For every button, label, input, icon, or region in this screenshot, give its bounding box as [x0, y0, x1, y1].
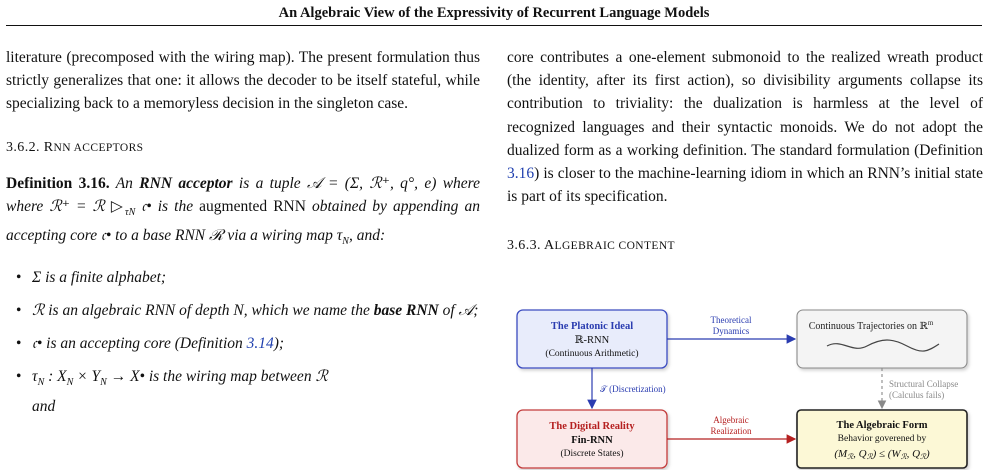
- continuous-label: Continuous Trajectories on ℝm: [809, 319, 934, 332]
- bullet-4-text-b: : X: [44, 368, 67, 386]
- edge-discretization-label: 𝒯 (Discretization): [600, 384, 666, 394]
- platonic-desc: (Continuous Arithmetic): [545, 348, 638, 359]
- edge-algebraic-realization: Algebraic Realization: [667, 415, 797, 444]
- edge-collapse-label-1: Structural Collapse: [889, 379, 958, 389]
- section-heading-3-6-2: 3.6.2. RNN ACCEPTORS: [6, 136, 480, 160]
- edge-algebraic-label-1: Algebraic: [713, 415, 748, 425]
- bullet-alphabet: Σ is a finite alphabet;: [6, 266, 480, 289]
- right-paragraph-text-a: core contributes a one-element submonoid…: [507, 49, 983, 159]
- def-text-4: obtained by appending an accepting core …: [6, 198, 480, 245]
- bullet-4-tau: τ: [32, 368, 38, 386]
- algebraic-form-node: The Algebraic Form Behavior goverened by…: [796, 409, 968, 469]
- header-rule: [6, 25, 982, 26]
- section-title: NN ACCEPTORS: [53, 141, 144, 154]
- def-text-5: , and:: [348, 227, 386, 245]
- platonic-ideal-node: The Platonic Ideal ℝ-RNN (Continuous Ari…: [516, 309, 668, 369]
- definition-3-16: Definition 3.16. An RNN acceptor is a tu…: [6, 172, 480, 254]
- def-text-2: is a tuple 𝒜 = (Σ, ℛ⁺, q°, e) where wher…: [6, 174, 481, 216]
- bullet-2-term: base RNN: [373, 301, 439, 319]
- edge-theoretical-label-2: Dynamics: [713, 326, 750, 336]
- section-number: 3.6.3. A: [507, 238, 555, 254]
- bullet-1-text: Σ is a finite alphabet;: [32, 268, 167, 286]
- def-sub: τN: [125, 207, 136, 219]
- platonic-title: The Platonic Ideal: [551, 321, 633, 332]
- edge-theoretical-dynamics: Theoretical Dynamics: [667, 315, 797, 344]
- right-paragraph-text-b: ) is closer to the machine-learning idio…: [507, 165, 983, 206]
- definition-bullets: Σ is a finite alphabet; ℛ is an algebrai…: [6, 266, 480, 418]
- edge-structural-collapse: Structural Collapse (Calculus fails): [877, 368, 958, 410]
- algebraic-desc: Behavior goverened by: [838, 434, 927, 444]
- section-number: 3.6.2. R: [6, 139, 54, 155]
- edge-collapse-label-2: (Calculus fails): [889, 390, 944, 400]
- bullet-2-text-a: ℛ is an algebraic RNN of depth N, which …: [32, 301, 374, 319]
- bullet-4-sub2: N: [66, 377, 74, 389]
- def-term: RNN acceptor: [139, 174, 233, 192]
- digital-sub: Fin-RNN: [571, 435, 613, 446]
- edge-discretization: 𝒯 (Discretization): [587, 368, 666, 410]
- digital-desc: (Discrete States): [560, 448, 623, 459]
- expressivity-diagram: The Platonic Ideal ℝ-RNN (Continuous Ari…: [516, 309, 968, 469]
- section-title: LGEBRAIC CONTENT: [554, 240, 675, 253]
- platonic-sub: ℝ-RNN: [575, 335, 610, 346]
- bullet-2-text-c: of 𝒜;: [438, 301, 479, 319]
- def-sub-2: N: [342, 236, 349, 248]
- digital-title: The Digital Reality: [549, 421, 635, 432]
- algebraic-title: The Algebraic Form: [837, 420, 928, 431]
- edge-algebraic-label-2: Realization: [711, 426, 752, 436]
- trajectory-wave: [826, 339, 940, 352]
- algebraic-formula: (Mℛ, Qℛ) ≤ (Wℛ, Qℛ): [834, 448, 930, 461]
- def-text-1: An: [109, 174, 140, 192]
- bullet-3-ref-link[interactable]: 3.14: [246, 335, 274, 353]
- bullet-3-text-b: );: [273, 335, 285, 353]
- bullet-4-sub3: N: [100, 377, 107, 389]
- bullet-accepting-core: 𝔠• is an accepting core (Definition 3.14…: [6, 332, 480, 355]
- running-head: An Algebraic View of the Expressivity of…: [278, 5, 710, 21]
- right-paragraph-1: core contributes a one-element submonoid…: [507, 46, 983, 208]
- def-roman: augmented RNN: [199, 198, 306, 216]
- section-heading-3-6-3: 3.6.3. ALGEBRAIC CONTENT: [507, 234, 983, 258]
- def-text-3: 𝔠• is the: [135, 198, 200, 216]
- bullet-wiring-map: τN : XN × YN → X• is the wiring map betw…: [6, 365, 480, 418]
- left-paragraph-1: literature (precomposed with the wiring …: [6, 49, 480, 113]
- right-column: core contributes a one-element submonoid…: [507, 28, 983, 259]
- edge-theoretical-label-1: Theoretical: [711, 315, 752, 325]
- bullet-3-text-a: 𝔠• is an accepting core (Definition: [32, 335, 247, 353]
- bullet-4-text-c: × Y: [73, 368, 101, 386]
- bullet-4-text-e: and: [32, 397, 56, 415]
- bullet-4-sub: N: [37, 377, 45, 389]
- left-column: literature (precomposed with the wiring …: [6, 28, 480, 418]
- digital-reality-node: The Digital Reality Fin-RNN (Discrete St…: [516, 409, 668, 469]
- definition-label: Definition 3.16.: [6, 174, 110, 192]
- bullet-4-text-d: → X• is the wiring map between ℛ: [106, 368, 328, 386]
- bullet-base-rnn: ℛ is an algebraic RNN of depth N, which …: [6, 299, 480, 322]
- definition-ref-link[interactable]: 3.16: [507, 165, 535, 183]
- continuous-trajectories-node: Continuous Trajectories on ℝm: [796, 309, 968, 369]
